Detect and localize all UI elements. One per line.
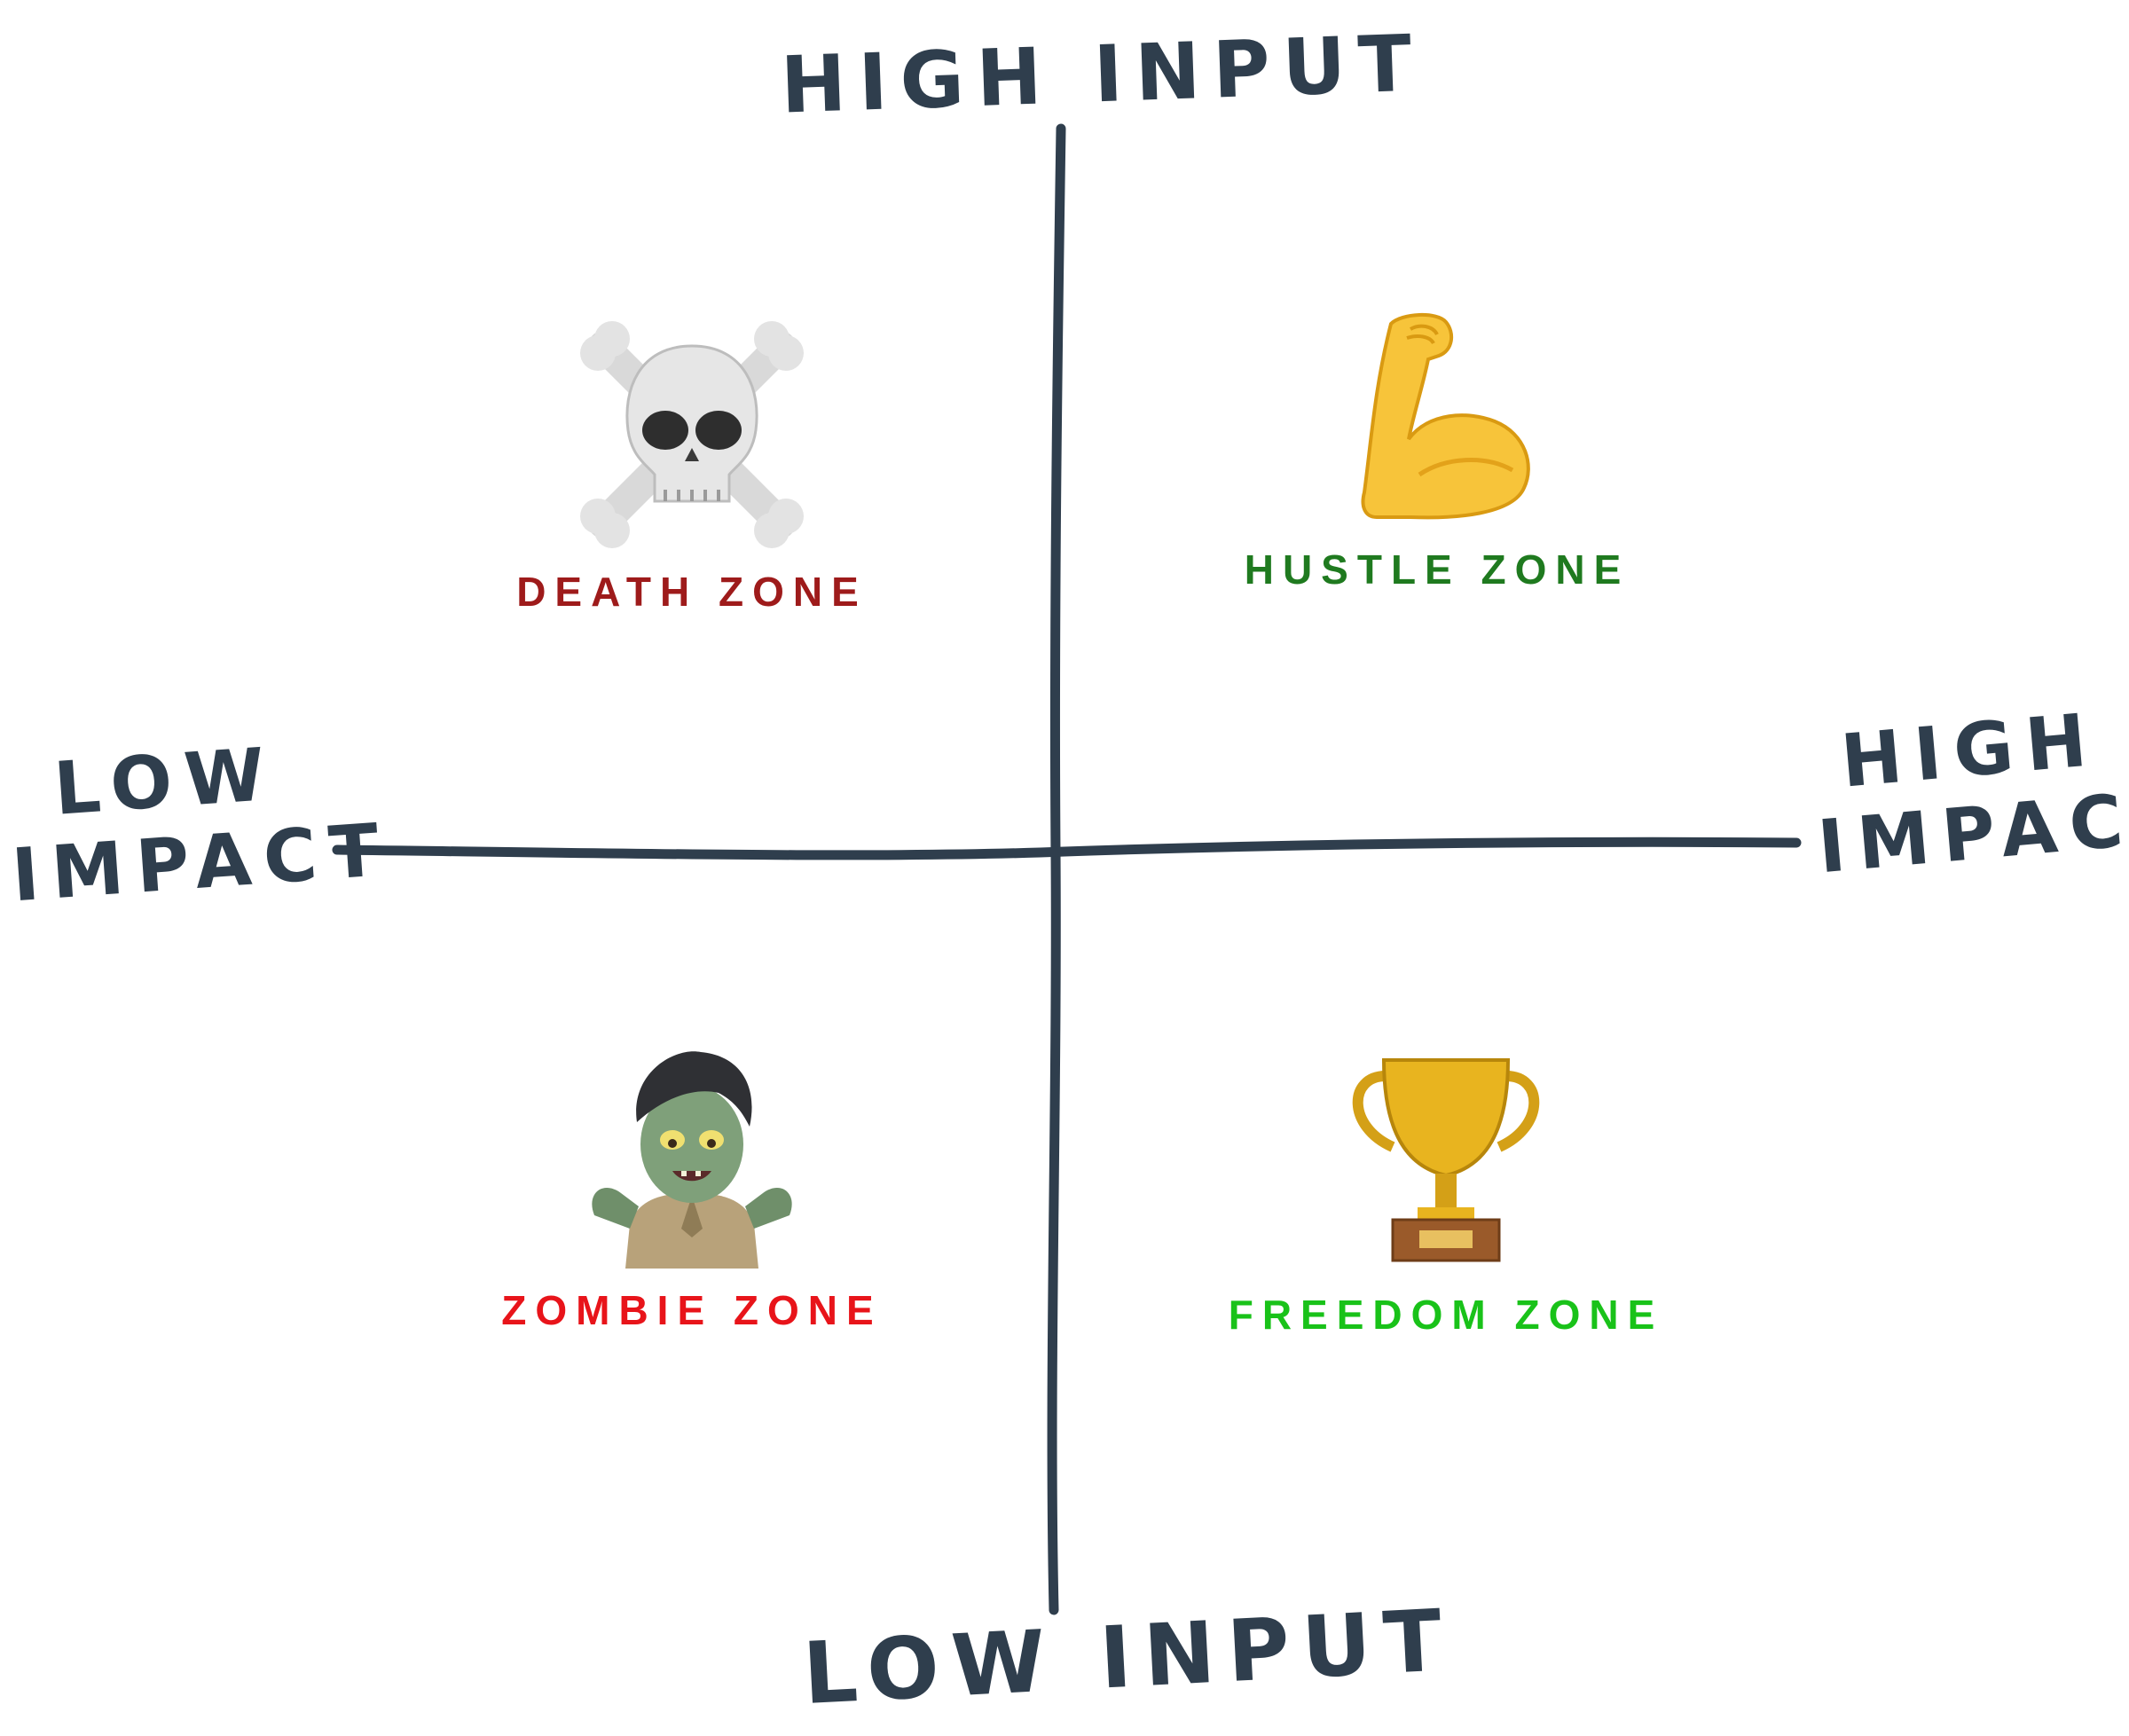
death-zone-label: DEATH ZONE [516, 569, 868, 615]
skull-and-crossbones-icon [580, 321, 804, 548]
freedom-zone: FREEDOM ZONE [1171, 1042, 1721, 1339]
horizontal-axis-line [332, 837, 1802, 860]
zombie-icon [592, 1051, 792, 1269]
y-axis-top-label: HIGH INPUT [779, 17, 1426, 131]
x-axis-left-label: LOW IMPACT [4, 730, 394, 919]
vertical-axis-line [1047, 123, 1066, 1615]
trophy-icon [1352, 1058, 1540, 1262]
death-zone: DEATH ZONE [417, 319, 967, 616]
hustle-zone: HUSTLE ZONE [1162, 297, 1712, 593]
flexed-biceps-icon [1361, 312, 1530, 520]
freedom-zone-label: FREEDOM ZONE [1228, 1292, 1664, 1338]
zombie-zone-label: ZOMBIE ZONE [501, 1287, 883, 1333]
zombie-zone: ZOMBIE ZONE [417, 1038, 967, 1334]
x-axis-right-label: HIGH IMPACT [1807, 696, 2129, 891]
hustle-zone-label: HUSTLE ZONE [1244, 546, 1630, 593]
